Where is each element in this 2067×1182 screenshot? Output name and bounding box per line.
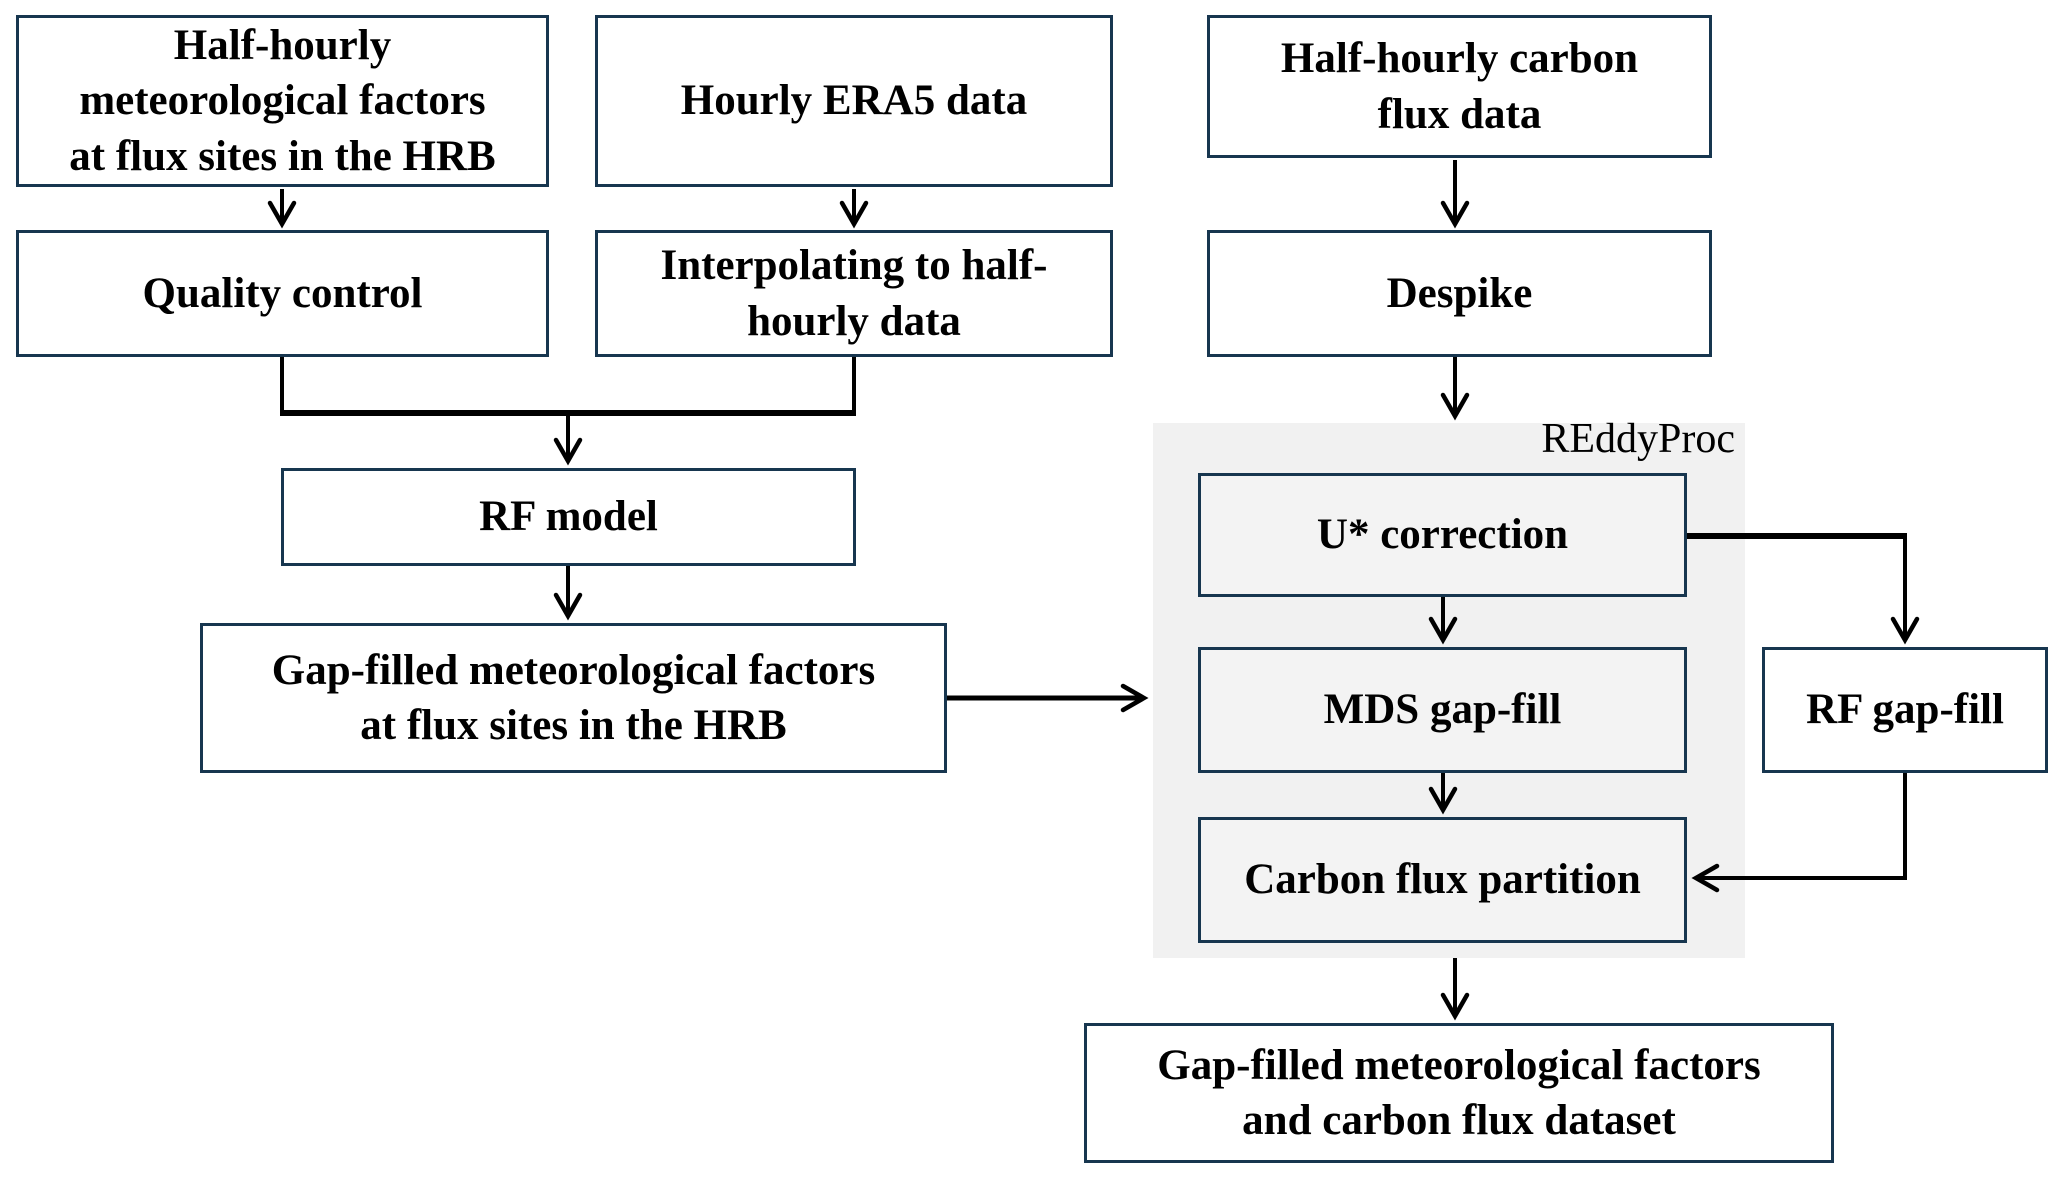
node-despike: Despike bbox=[1207, 230, 1712, 357]
node-carbon-flux-partition: Carbon flux partition bbox=[1198, 817, 1687, 943]
reddyproc-label: REddyProc bbox=[1541, 416, 1735, 462]
node-rf-gap-fill: RF gap-fill bbox=[1762, 647, 2048, 773]
node-mds-gap-fill: MDS gap-fill bbox=[1198, 647, 1687, 773]
node-rf-model: RF model bbox=[281, 468, 856, 566]
node-interpolate: Interpolating to half-hourly data bbox=[595, 230, 1113, 357]
node-ustar-correction: U* correction bbox=[1198, 473, 1687, 597]
node-era5: Hourly ERA5 data bbox=[595, 15, 1113, 187]
node-quality-control: Quality control bbox=[16, 230, 549, 357]
